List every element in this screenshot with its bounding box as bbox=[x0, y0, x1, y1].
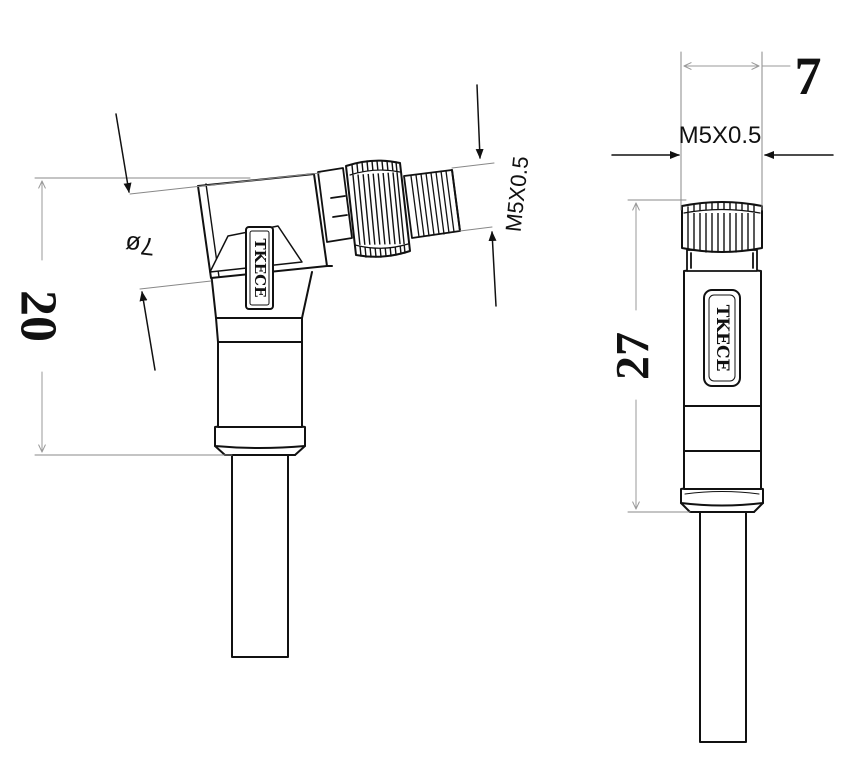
cable bbox=[699, 511, 747, 743]
diameter-dimension bbox=[115, 113, 321, 371]
brand-plate bbox=[703, 289, 741, 387]
length-dim-label: 20 bbox=[10, 290, 67, 342]
knurled-nut bbox=[345, 159, 411, 258]
diameter-dim-label: 7ø bbox=[124, 230, 156, 261]
width-dim-label: 7 bbox=[795, 46, 822, 106]
brand-plate bbox=[245, 226, 274, 310]
right-angle-connector bbox=[34, 84, 497, 658]
brand-logo-right: TKECE bbox=[712, 305, 732, 372]
length-dim-label-right: 27 bbox=[607, 332, 660, 380]
length-dimension bbox=[34, 177, 251, 456]
straight-connector bbox=[611, 51, 834, 743]
thread-dim-label-right: M5X0.5 bbox=[679, 122, 762, 149]
coupling-sleeve bbox=[317, 167, 353, 243]
coupling-sleeve bbox=[686, 249, 758, 272]
cable-collar bbox=[214, 422, 306, 456]
cable-collar bbox=[680, 484, 764, 513]
brand-logo-left: TKECE bbox=[251, 238, 269, 297]
knurled-nut bbox=[681, 201, 763, 253]
cable bbox=[231, 454, 289, 658]
thread-body bbox=[403, 169, 461, 239]
thread-dim-label-left: M5X0.5 bbox=[501, 155, 534, 233]
thread-dimension bbox=[451, 84, 497, 307]
length-dimension bbox=[627, 199, 691, 513]
overmold-body bbox=[210, 271, 313, 428]
width-dimension bbox=[680, 51, 791, 211]
